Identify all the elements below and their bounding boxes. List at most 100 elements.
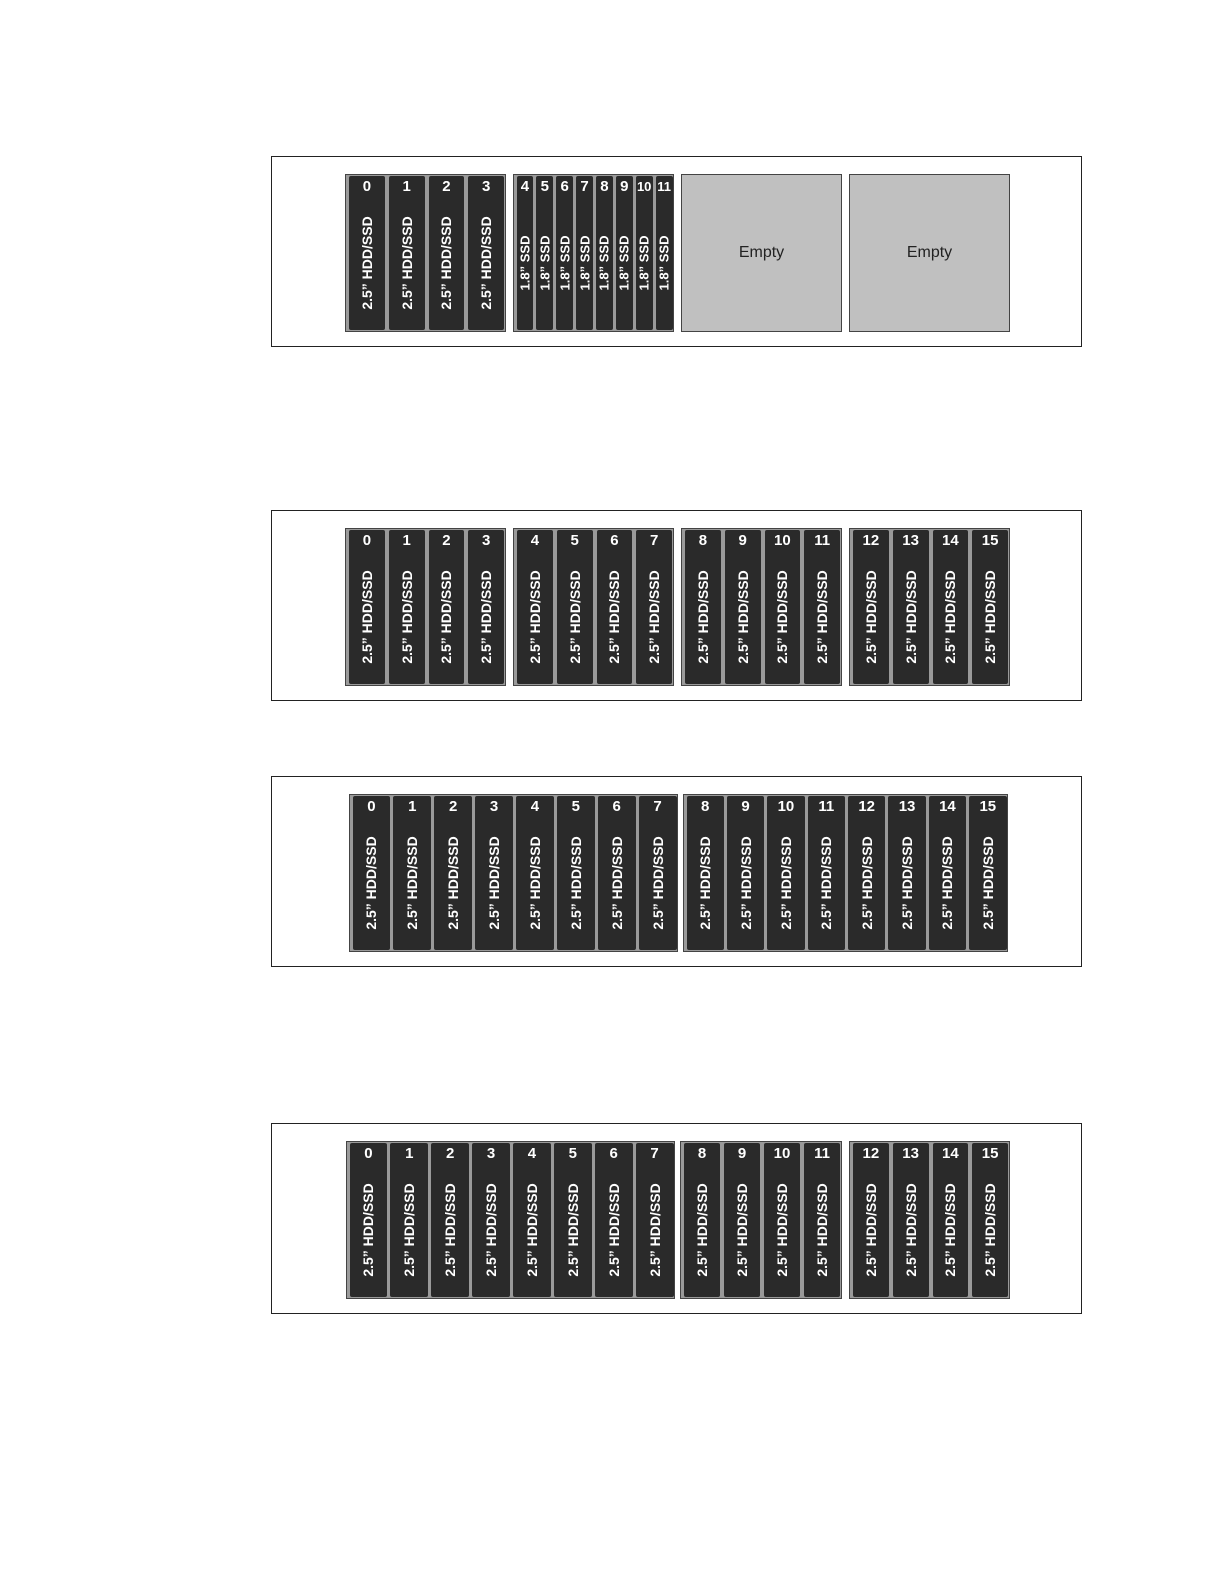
- bay-label: 2.5” HDD/SSD: [734, 1183, 750, 1277]
- empty-bay-cage: Empty: [849, 174, 1010, 332]
- bay-number: 3: [481, 178, 491, 195]
- drive-bay: 5 1.8” SSD: [536, 176, 554, 330]
- bay-number: 3: [486, 1145, 496, 1162]
- bay-number: 11: [814, 532, 831, 549]
- bay-label: 2.5” HDD/SSD: [737, 836, 754, 930]
- bay-number: 0: [362, 178, 372, 195]
- bay-label: 2.5” HDD/SSD: [818, 836, 835, 930]
- bay-label: 2.5” HDD/SSD: [523, 1183, 540, 1277]
- bay-number: 10: [636, 179, 652, 194]
- bay-label: 2.5” HDD/SSD: [401, 1183, 418, 1277]
- bay-number: 2: [449, 798, 458, 815]
- bay-number: 11: [814, 1145, 830, 1162]
- bay-label: 2.5” HDD/SSD: [398, 216, 415, 310]
- bay-number: 10: [774, 532, 791, 549]
- bay-number: 5: [568, 1145, 577, 1162]
- bay-number: 4: [530, 532, 540, 549]
- bay-number: 13: [898, 798, 916, 815]
- bay-label: 2.5” HDD/SSD: [902, 1183, 919, 1277]
- bay-label: 1.8” SSD: [537, 235, 553, 291]
- drive-bay: 10 2.5” HDD/SSD: [764, 530, 801, 684]
- bay-label: 1.8” SSD: [517, 235, 533, 291]
- bay-label: 2.5” HDD/SSD: [902, 570, 919, 664]
- bay-label: 2.5” HDD/SSD: [942, 570, 959, 664]
- bay-label: 1.8” SSD: [656, 235, 672, 291]
- bay-number: 13: [902, 532, 919, 549]
- bay-number: 5: [570, 532, 579, 549]
- bay-number: 4: [520, 178, 530, 195]
- bay-number: 0: [364, 1145, 373, 1162]
- empty-label: Empty: [738, 244, 785, 261]
- bay-number: 11: [657, 179, 671, 194]
- bay-number: 2: [442, 178, 451, 195]
- bay-number: 2: [442, 532, 451, 549]
- bay-number: 12: [862, 1145, 880, 1162]
- bay-number: 6: [610, 532, 619, 549]
- bay-label: 2.5” HDD/SSD: [939, 836, 956, 930]
- bay-label: 2.5” HDD/SSD: [566, 570, 583, 664]
- bay-number: 8: [697, 1145, 707, 1162]
- bay-number: 9: [737, 1145, 747, 1162]
- drive-bay: 13 2.5” HDD/SSD: [892, 530, 929, 684]
- bay-label: 1.8” SSD: [557, 235, 573, 291]
- bay-number: 15: [981, 1145, 999, 1162]
- bay-number: 10: [777, 798, 795, 815]
- bay-label: 2.5” HDD/SSD: [605, 1183, 622, 1277]
- bay-number: 1: [402, 178, 411, 195]
- bay-label: 2.5” HDD/SSD: [814, 1183, 830, 1277]
- bay-number: 9: [738, 532, 747, 549]
- bay-label: 1.8” SSD: [577, 235, 593, 291]
- bay-label: 2.5” HDD/SSD: [774, 570, 791, 664]
- bay-label: 2.5” HDD/SSD: [774, 1183, 790, 1277]
- drive-bay: 5 2.5” HDD/SSD: [556, 530, 593, 684]
- bay-label: 2.5” HDD/SSD: [777, 836, 794, 930]
- bay-number: 5: [540, 178, 549, 195]
- bay-label: 2.5” HDD/SSD: [360, 1183, 377, 1277]
- bay-number: 12: [862, 532, 880, 549]
- drive-bay: 9 2.5” HDD/SSD: [724, 1143, 760, 1297]
- bay-label: 2.5” HDD/SSD: [398, 570, 415, 664]
- bay-number: 3: [481, 532, 491, 549]
- bay-number: 5: [571, 798, 580, 815]
- bay-label: 1.8” SSD: [596, 235, 612, 291]
